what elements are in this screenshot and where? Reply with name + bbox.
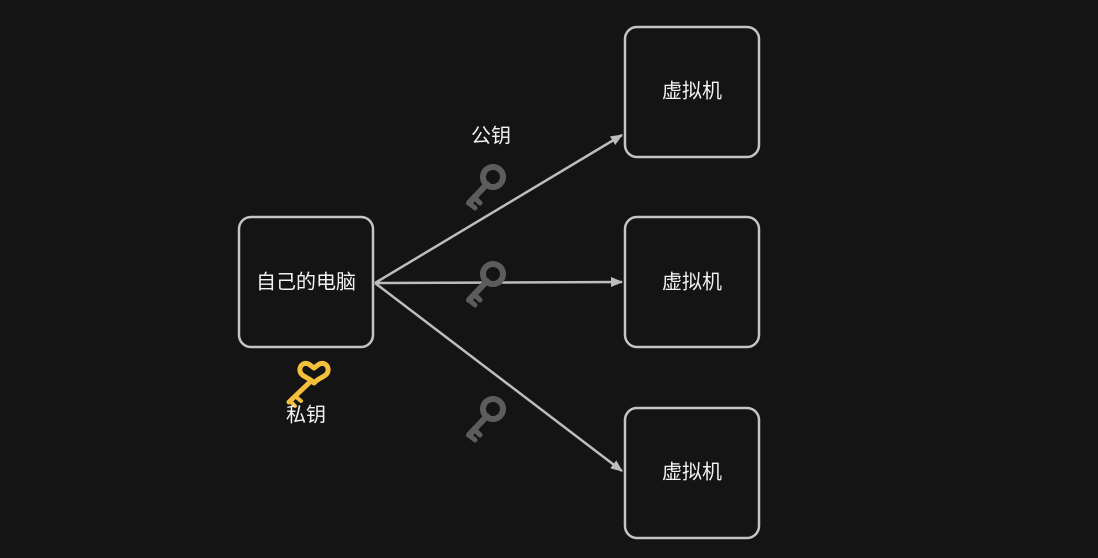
old-key-icon [469,264,503,305]
vm-node-label: 虚拟机 [662,79,722,103]
private-key-label: 私钥 [286,403,326,427]
vm-node-middle: 虚拟机 [623,215,761,349]
heart-key-icon [286,360,331,408]
vm-node-label: 虚拟机 [662,270,722,294]
vm-node-bottom: 虚拟机 [623,406,761,540]
edge-to-vm-top [374,133,623,285]
old-key-icon [469,167,503,208]
vm-node-label: 虚拟机 [662,460,722,484]
source-node-label: 自己的电脑 [256,270,356,294]
source-node: 自己的电脑 [237,215,375,349]
old-key-icon [469,399,503,440]
public-key-label: 公钥 [471,124,511,148]
edge-to-vm-bottom [374,282,623,472]
vm-node-top: 虚拟机 [623,25,761,159]
